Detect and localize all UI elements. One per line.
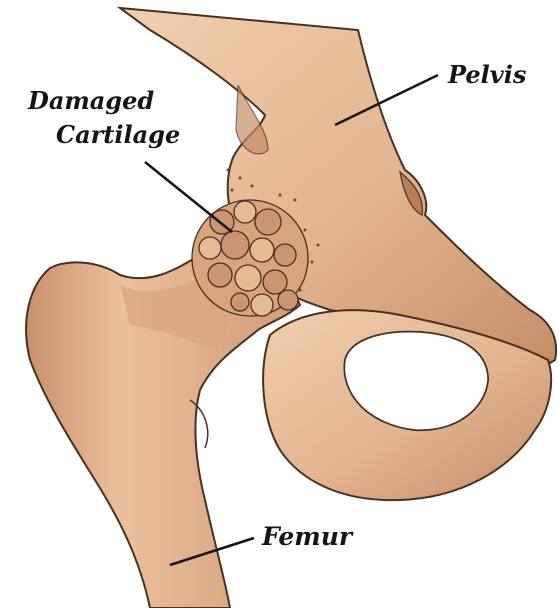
damaged-cartilage-label-line2: Cartilage [56,120,180,149]
cartilage-leader-line [145,162,232,232]
damaged-cartilage-area [192,200,308,316]
damaged-cartilage-label-line1: Damaged [28,86,154,115]
pelvis-label: Pelvis [448,60,526,89]
femur-label: Femur [262,522,352,551]
